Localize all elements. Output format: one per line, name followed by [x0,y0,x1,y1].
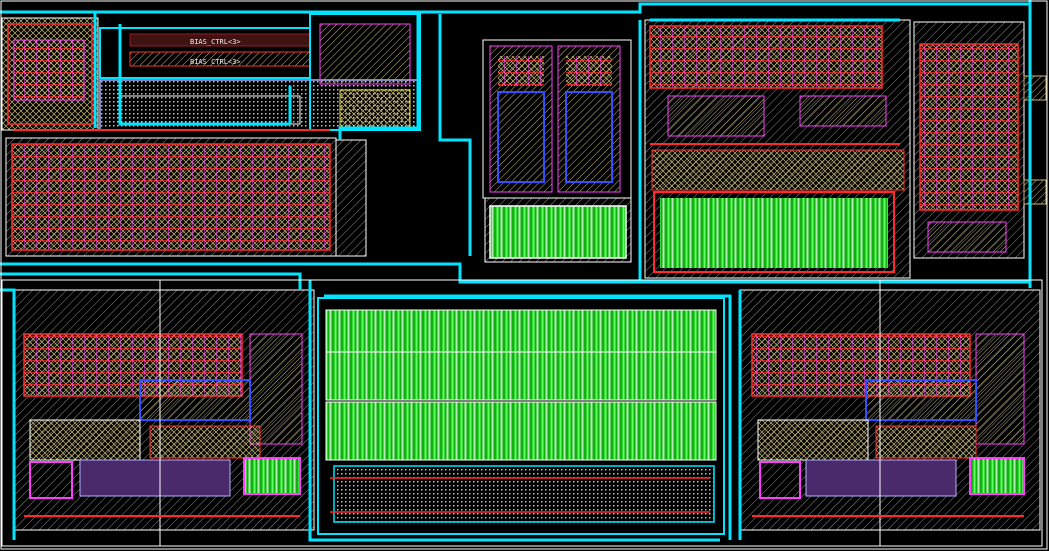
bias-label-2: BIAS_CTRL<3> [190,58,241,66]
poly-rails [14,129,1024,517]
top-left-logic-block: BIAS_CTRL<3> BIAS_CTRL<3> [1,13,421,131]
bottom-left-opamp-block [13,289,315,531]
metal-routing [0,0,1032,542]
center-top-pair-block [482,39,632,199]
bottom-right-opamp-block [739,289,1041,531]
center-top-transistors [484,197,632,263]
right-column-stack [913,21,1047,259]
left-capacitor-array [5,137,367,257]
top-right-amplifier-block [644,19,911,279]
center-big-array [317,297,725,535]
bias-label-1: BIAS_CTRL<3> [190,38,241,46]
